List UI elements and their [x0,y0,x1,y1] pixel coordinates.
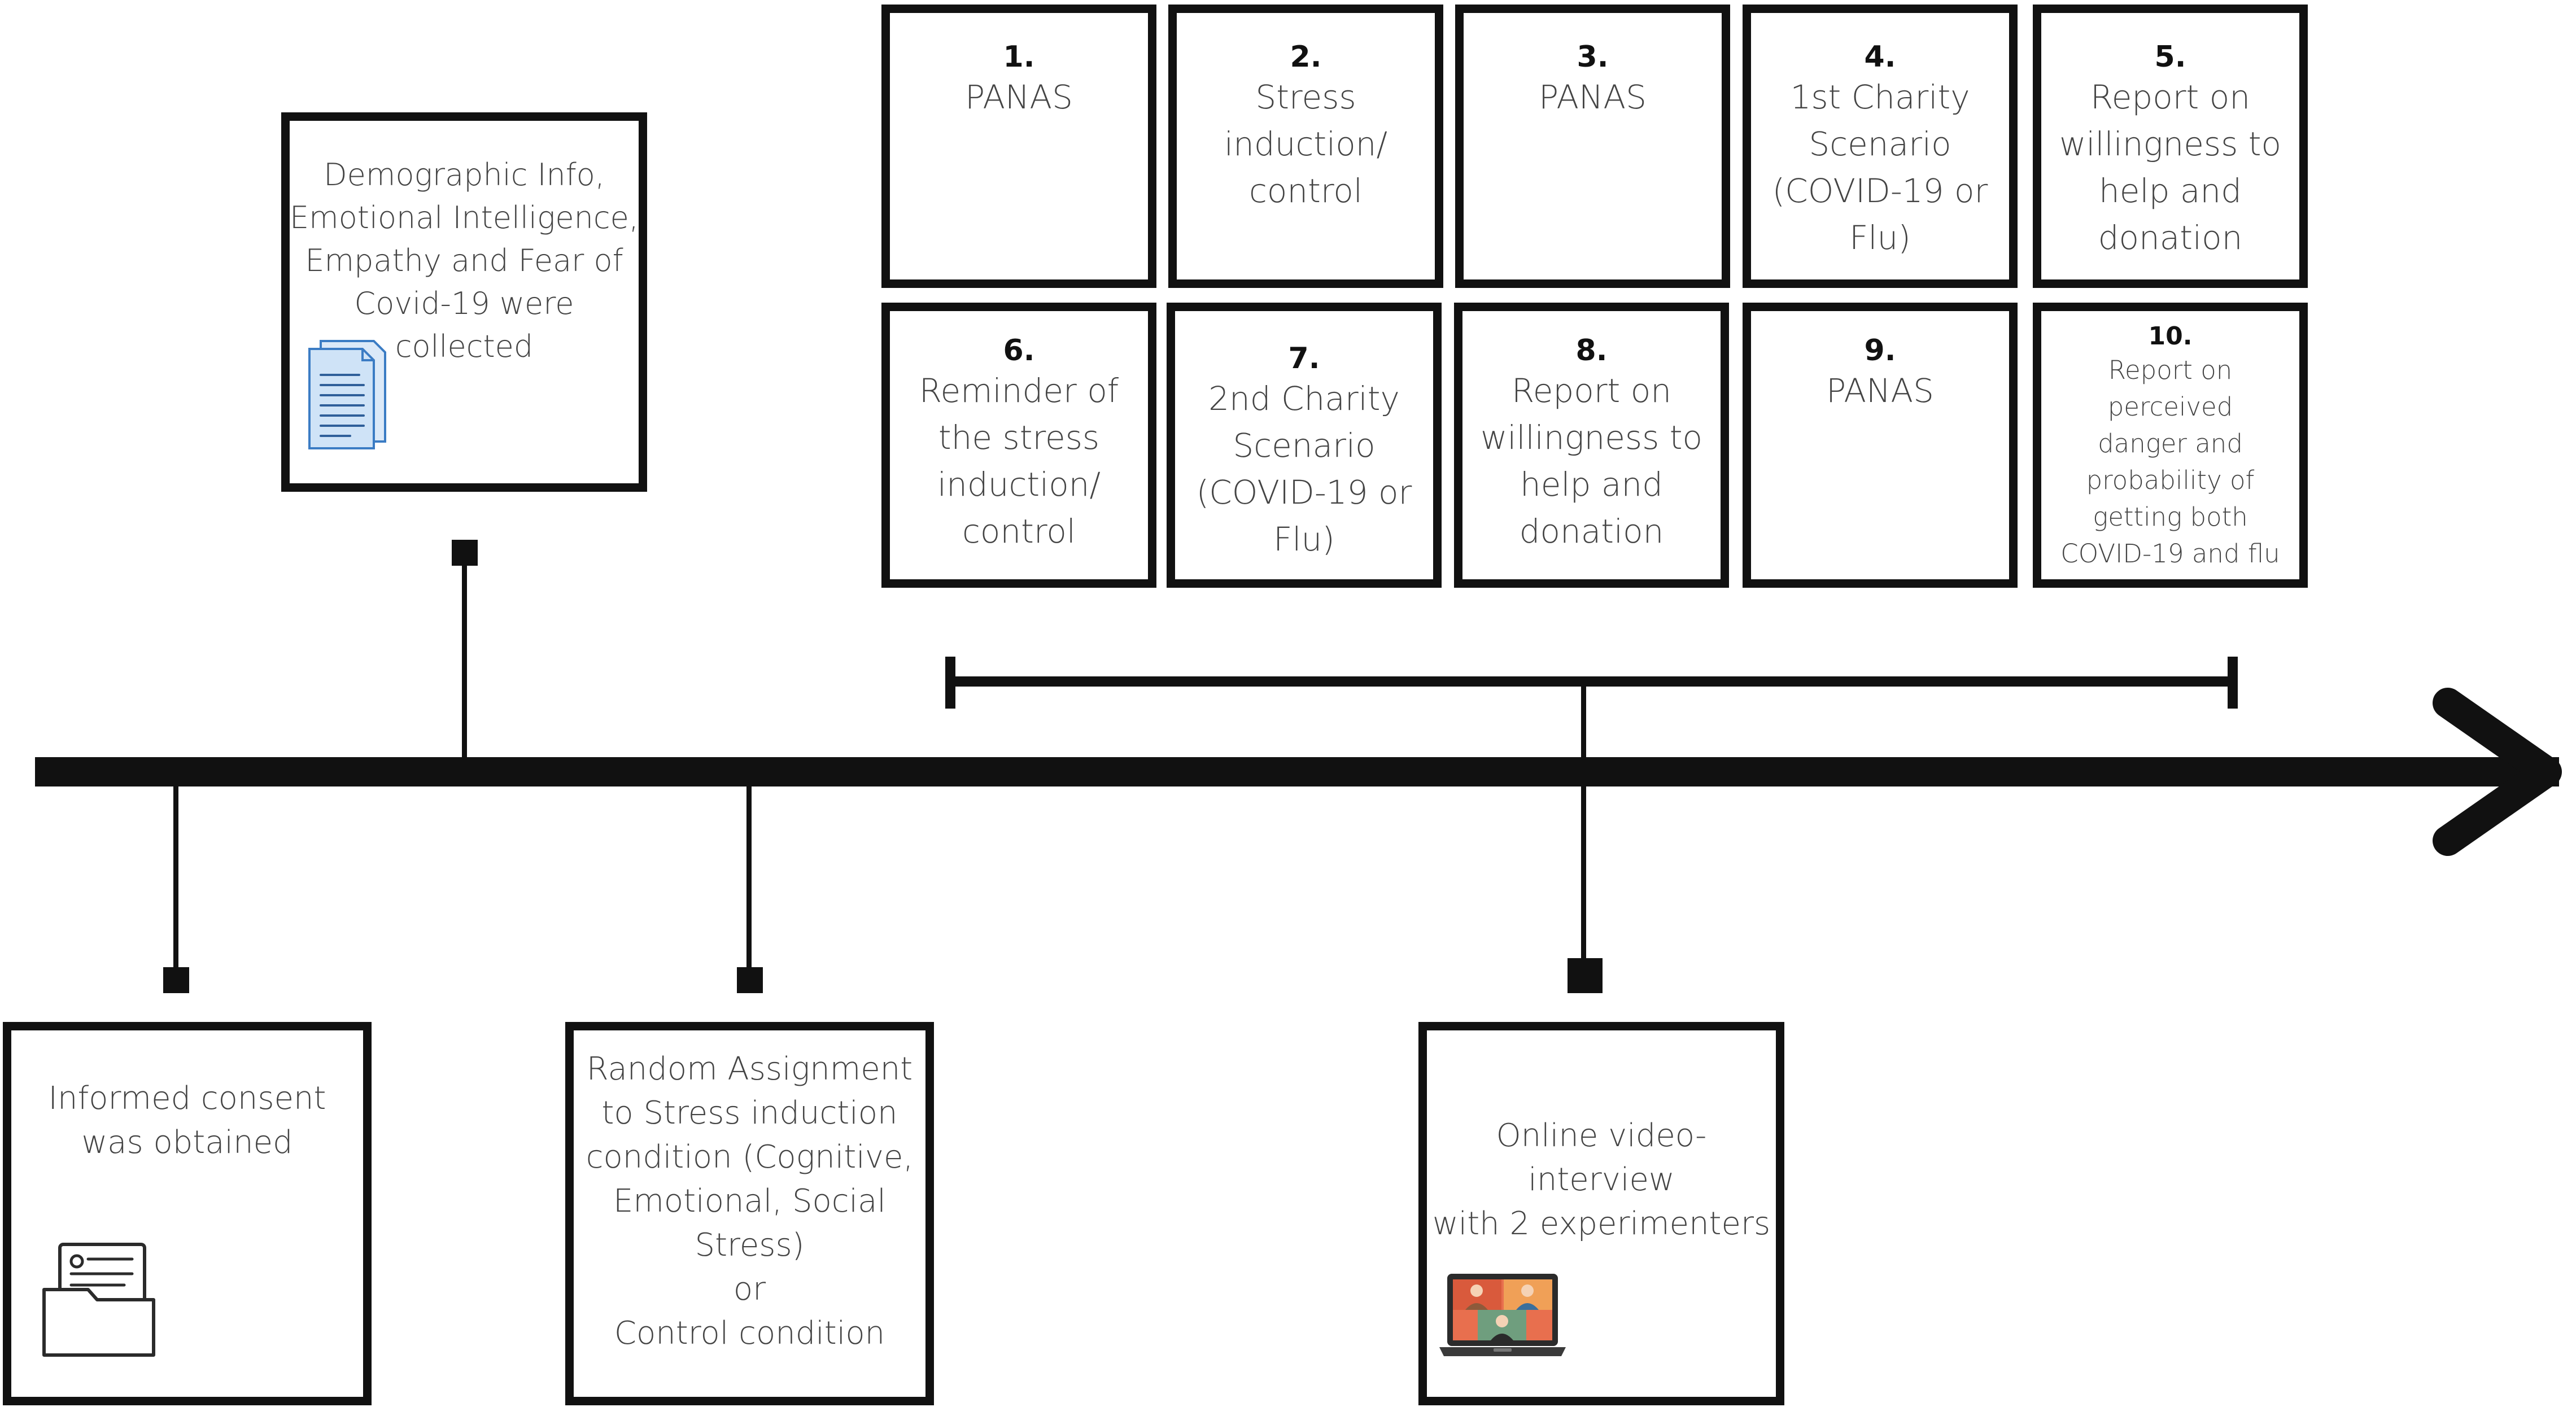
step-box-7: 7. 2nd Charity Scenario (COVID-19 or Flu… [1167,303,1442,588]
step-number: 4. [1864,40,1896,74]
steps-bracket-left-tick [945,657,955,709]
interview-connector-node [1568,958,1603,993]
consent-connector-node [163,967,189,993]
step-number: 1. [1003,40,1035,74]
document-icon [308,340,386,449]
step-text: Reminder of the stress induction/ contro… [919,372,1119,550]
step-box-10: 10. Report on perceived danger and proba… [2033,303,2308,588]
step-number: 7. [1288,342,1320,375]
consent-connector-line [173,785,178,974]
step-number: 2. [1290,40,1322,74]
step-text: Stress induction/ control [1224,78,1387,210]
step-text: PANAS [965,78,1073,116]
assignment-text: Random Assignment to Stress induction co… [586,1051,914,1352]
step-number: 10. [2148,322,2193,351]
step-box-6: 6. Reminder of the stress induction/ con… [881,303,1156,588]
folder-file-icon [42,1243,155,1357]
step-box-2: 2. Stress induction/ control [1168,5,1443,288]
timeline-axis [35,757,2559,786]
video-call-laptop-icon [1439,1274,1566,1356]
step-text: PANAS [1826,372,1934,410]
steps-bracket-right-tick [2228,657,2238,709]
step-box-5: 5. Report on willingness to help and don… [2033,5,2308,288]
assignment-connector-node [737,967,763,993]
step-box-3: 3. PANAS [1455,5,1730,288]
step-number: 8. [1575,334,1608,368]
step-number: 6. [1003,334,1035,368]
step-box-4: 4. 1st Charity Scenario (COVID-19 or Flu… [1743,5,2018,288]
consent-text: Informed consent was obtained [48,1080,326,1161]
demographic-connector-line [462,565,467,759]
bracket-to-timeline-connector [1581,686,1586,759]
interview-connector-line [1581,785,1586,963]
step-text: 1st Charity Scenario (COVID-19 or Flu) [1772,78,1988,257]
step-box-9: 9. PANAS [1743,303,2018,588]
step-box-1: 1. PANAS [881,5,1156,288]
step-number: 3. [1577,40,1609,74]
demographic-text: Demographic Info, Emotional Intelligence… [290,157,639,364]
demographic-connector-node [452,540,478,566]
step-text: Report on willingness to help and donati… [1480,372,1702,550]
assignment-connector-line [746,785,752,974]
demographic-box: Demographic Info, Emotional Intelligence… [281,112,647,492]
steps-bracket-bar [949,676,2234,687]
step-box-8: 8. Report on willingness to help and don… [1454,303,1729,588]
step-text: Report on perceived danger and probabili… [2060,355,2280,569]
interview-text: Online video-interview with 2 experiment… [1432,1117,1771,1242]
assignment-box: Random Assignment to Stress induction co… [565,1022,934,1405]
step-text: PANAS [1539,78,1647,116]
step-text: Report on willingness to help and donati… [2059,78,2281,257]
step-text: 2nd Charity Scenario (COVID-19 or Flu) [1196,379,1412,558]
step-number: 9. [1864,334,1896,368]
step-number: 5. [2154,40,2186,74]
